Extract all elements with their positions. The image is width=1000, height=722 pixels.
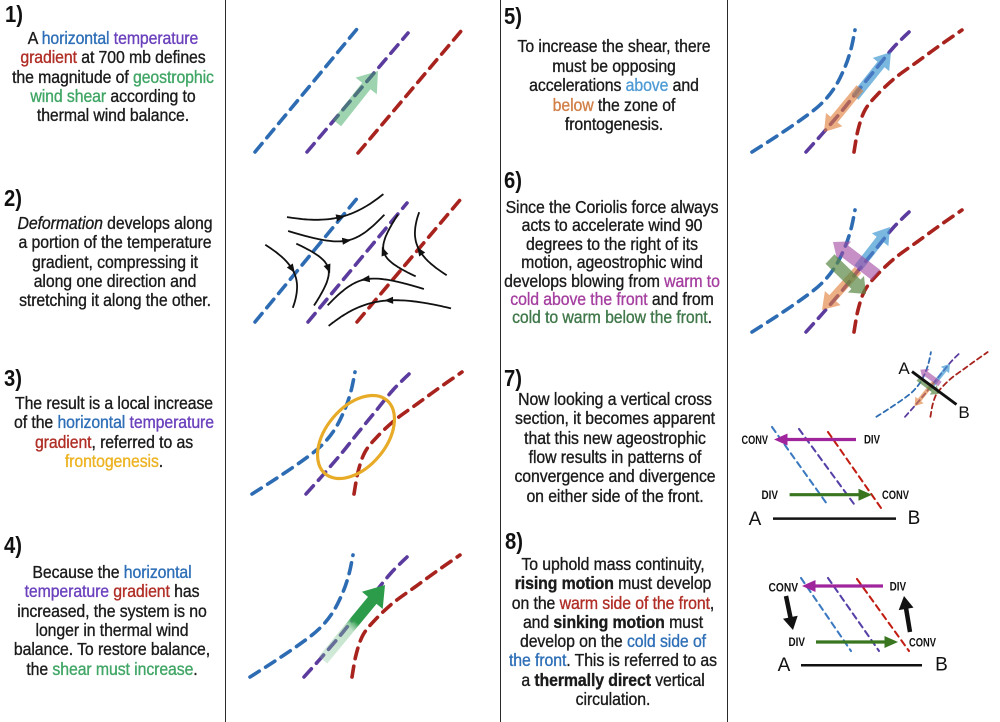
svg-text:A: A — [778, 655, 791, 676]
svg-text:CONV: CONV — [909, 636, 936, 650]
svg-text:DIV: DIV — [890, 580, 907, 594]
svg-text:B: B — [935, 655, 948, 676]
svg-text:DIV: DIV — [762, 488, 779, 502]
svg-text:CONV: CONV — [742, 433, 769, 447]
svg-text:B: B — [908, 508, 921, 529]
svg-text:B: B — [958, 403, 969, 422]
svg-text:A: A — [749, 509, 762, 530]
svg-text:DIV: DIV — [864, 432, 880, 446]
svg-text:DIV: DIV — [789, 635, 806, 649]
svg-text:A: A — [898, 359, 910, 378]
svg-text:CONV: CONV — [882, 488, 909, 502]
svg-text:CONV: CONV — [769, 581, 799, 595]
